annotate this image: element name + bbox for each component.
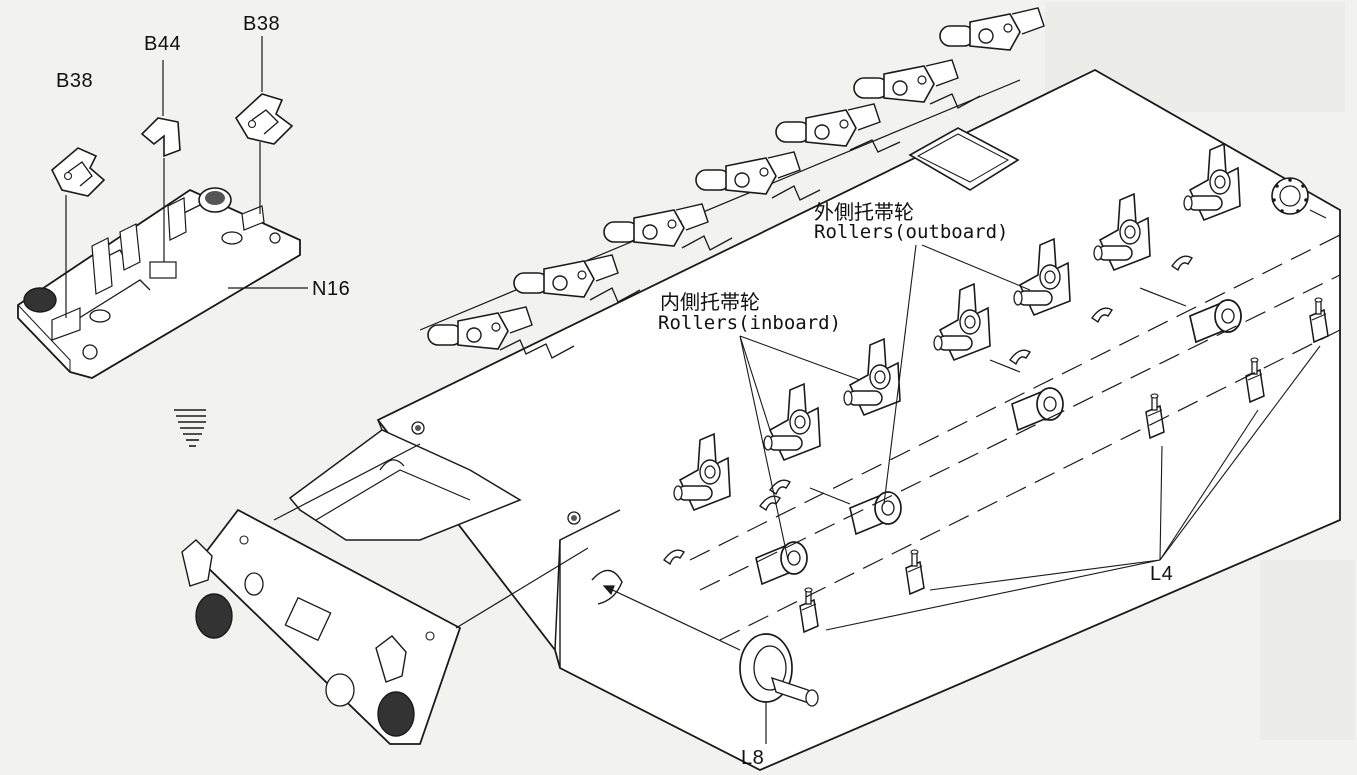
hull-side-panel: [288, 68, 1341, 771]
swing-arms-row: [427, 7, 1045, 359]
n16-label: N16: [312, 278, 351, 300]
b44-part: [140, 60, 181, 262]
guide-lines: [689, 234, 1341, 641]
b38-left-part: [51, 147, 106, 318]
inboard-rollers-cn-label: 内側托帯轮: [660, 290, 760, 314]
outboard-rollers-cn-label: 外側托帯轮: [814, 200, 914, 224]
n16-plate: [17, 187, 301, 379]
b38-right-part: [234, 36, 294, 214]
b38-left-label: B38: [56, 70, 94, 92]
l4-label: L4: [1150, 563, 1174, 585]
l8-idler-part: [739, 633, 819, 744]
outboard-rollers-en-label: Rollers(outboard): [814, 221, 1009, 243]
b44-label: B44: [144, 33, 182, 55]
direction-arrow-icon: [174, 409, 206, 447]
assembly-arrows: [602, 209, 1327, 651]
inboard-rollers-en-label: Rollers(inboard): [658, 312, 842, 334]
l8-label: L8: [741, 747, 765, 769]
label-leaders: [739, 244, 1321, 631]
b38-right-label: B38: [243, 13, 281, 35]
rear-plate: [181, 443, 589, 745]
